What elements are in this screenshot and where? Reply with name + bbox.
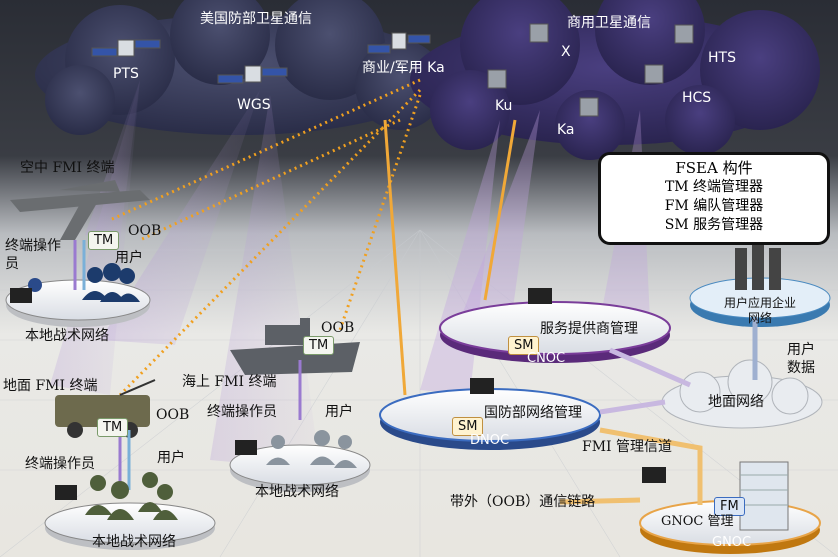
cnoc-name: CNOC xyxy=(527,352,565,365)
fsea-item-sm: SM 服务管理器 xyxy=(601,216,827,235)
fsea-item-fm: FM 编队管理器 xyxy=(601,197,827,216)
sat-label-x: X xyxy=(561,45,571,59)
dnoc-manager-label: 国防部网络管理 xyxy=(484,406,582,420)
fsea-item-tm: TM 终端管理器 xyxy=(601,178,827,197)
cnoc-manager-label: 服务提供商管理 xyxy=(540,322,638,336)
oob-link-label: 带外（OOB）通信链路 xyxy=(450,495,595,509)
dnoc-name: DNOC xyxy=(470,434,509,447)
ground-fmi-terminal-label: 地面 FMI 终端 xyxy=(3,379,97,393)
user-data-label: 用户数据 xyxy=(787,341,827,377)
ground-local-network-label: 本地战术网络 xyxy=(92,535,176,549)
sat-label-ku: Ku xyxy=(495,99,512,113)
air-terminal-operator-label: 终端操作员 xyxy=(5,237,65,273)
air-user-label: 用户 xyxy=(115,251,143,265)
ground-tm-badge: TM xyxy=(97,418,128,437)
sea-terminal-operator-label: 终端操作员 xyxy=(207,405,277,419)
us-military-satcom-title: 美国防部卫星通信 xyxy=(200,12,312,26)
air-tm-badge: TM xyxy=(88,231,119,250)
ground-oob-label: OOB xyxy=(156,408,189,422)
sat-label-pts: PTS xyxy=(113,67,139,81)
ground-terminal-operator-label: 终端操作员 xyxy=(25,457,95,471)
sat-label-hcs: HCS xyxy=(682,91,711,105)
sea-oob-label: OOB xyxy=(321,321,354,335)
gnoc-manager-label: GNOC 管理 xyxy=(661,515,734,528)
sea-tm-badge: TM xyxy=(303,336,334,355)
sea-local-network-label: 本地战术网络 xyxy=(255,485,339,499)
sat-label-commercial-military-ka: 商业/军用 Ka xyxy=(362,61,445,75)
fsea-components-box: FSEA 构件 TM 终端管理器 FM 编队管理器 SM 服务管理器 xyxy=(598,152,830,245)
sat-label-wgs: WGS xyxy=(237,98,271,112)
enterprise-network-label: 用户应用企业网络 xyxy=(720,296,800,326)
sea-user-label: 用户 xyxy=(325,405,353,419)
sat-label-ka: Ka xyxy=(557,123,575,137)
air-fmi-terminal-label: 空中 FMI 终端 xyxy=(20,161,114,175)
gnoc-name: GNOC xyxy=(712,536,751,549)
sea-fmi-terminal-label: 海上 FMI 终端 xyxy=(182,375,276,389)
commercial-satcom-title: 商用卫星通信 xyxy=(567,16,651,30)
fsea-title: FSEA 构件 xyxy=(601,159,827,178)
air-network-platform xyxy=(6,280,150,327)
air-oob-label: OOB xyxy=(128,224,161,238)
gnoc-building xyxy=(740,462,788,530)
ground-network-label: 地面网络 xyxy=(708,395,764,409)
ground-user-label: 用户 xyxy=(157,451,185,465)
sat-label-hts: HTS xyxy=(708,51,736,65)
fmi-management-channel-label: FMI 管理信道 xyxy=(582,440,672,454)
air-local-network-label: 本地战术网络 xyxy=(25,329,109,343)
